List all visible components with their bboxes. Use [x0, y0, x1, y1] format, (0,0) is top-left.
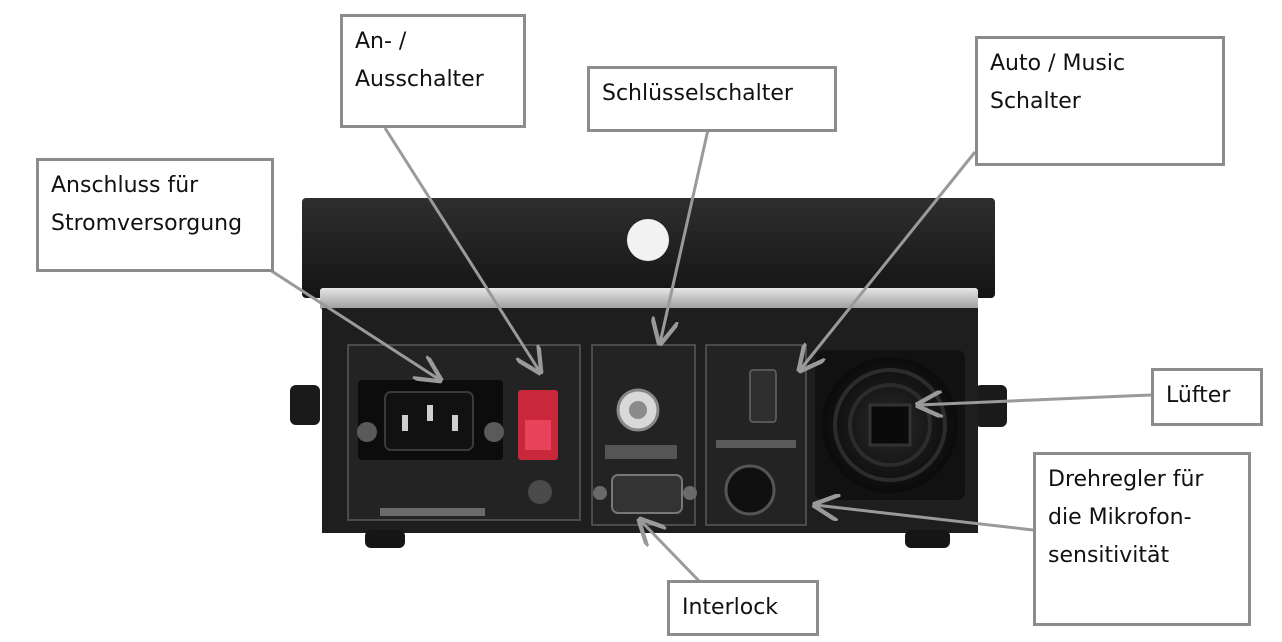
- leader-key-switch: [660, 111, 714, 343]
- fan-ring-2: [848, 383, 932, 467]
- socket-pin-right: [452, 415, 458, 431]
- leader-power-connector: [269, 268, 440, 380]
- silver-bar: [320, 288, 978, 310]
- callout-auto-music-line-2: Schalter: [990, 89, 1081, 114]
- leader-auto-music: [800, 151, 977, 370]
- callout-interlock: Interlock: [667, 580, 819, 636]
- mode-label-strip: [716, 440, 796, 448]
- callout-auto-music-line-1: Auto / Music: [990, 51, 1126, 76]
- left-foot: [365, 530, 405, 548]
- auto-music-switch: [749, 369, 777, 423]
- callout-power-switch-line-1: An- /: [355, 29, 407, 54]
- interlock-screw-left: [593, 486, 607, 500]
- leader-power-switch: [383, 127, 540, 372]
- fuse-holder: [528, 480, 552, 504]
- callout-key-switch-line-1: Schlüsselschalter: [602, 81, 793, 106]
- leader-interlock: [640, 520, 702, 584]
- mic-sensitivity-knob: [724, 464, 776, 516]
- callout-power-connector: Anschluss für Stromversorgung: [36, 158, 274, 272]
- callout-power-switch: An- / Ausschalter: [340, 14, 526, 128]
- fan-hub: [868, 403, 912, 447]
- callout-auto-music: Auto / Music Schalter: [975, 36, 1225, 166]
- right-handle: [975, 385, 1007, 427]
- callout-mic-knob-line-2: die Mikrofon-: [1048, 505, 1192, 530]
- fan-ring-1: [833, 368, 947, 482]
- top-hole: [627, 219, 669, 261]
- power-module-text-strip: [380, 508, 485, 516]
- callout-power-switch-line-2: Ausschalter: [355, 67, 484, 92]
- callout-mic-knob: Drehregler für die Mikrofon- sensitivitä…: [1033, 452, 1251, 626]
- laser-device-rear-panel: [290, 198, 1007, 548]
- power-switch-highlight: [525, 420, 551, 450]
- key-label-strip: [605, 445, 677, 459]
- key-switch-core: [629, 401, 647, 419]
- socket-pin-left: [402, 415, 408, 431]
- right-foot: [905, 530, 950, 548]
- callout-power-connector-line-1: Anschluss für: [51, 173, 199, 198]
- interlock-screw-right: [683, 486, 697, 500]
- callout-fan: Lüfter: [1151, 368, 1263, 426]
- callout-key-switch: Schlüsselschalter: [587, 66, 837, 132]
- leader-mic-knob: [815, 505, 1034, 532]
- screw-right: [484, 422, 504, 442]
- callout-power-connector-line-2: Stromversorgung: [51, 211, 243, 236]
- callout-interlock-line-1: Interlock: [682, 595, 779, 620]
- interlock-connector: [611, 474, 683, 514]
- callout-mic-knob-line-1: Drehregler für: [1048, 467, 1204, 492]
- socket-pin-mid: [427, 405, 433, 421]
- leader-fan: [918, 395, 1152, 405]
- callout-fan-line-1: Lüfter: [1166, 383, 1231, 408]
- left-handle: [290, 385, 320, 425]
- leader-lines: [269, 111, 1152, 584]
- callout-mic-knob-line-3: sensitivität: [1048, 543, 1170, 568]
- screw-left: [357, 422, 377, 442]
